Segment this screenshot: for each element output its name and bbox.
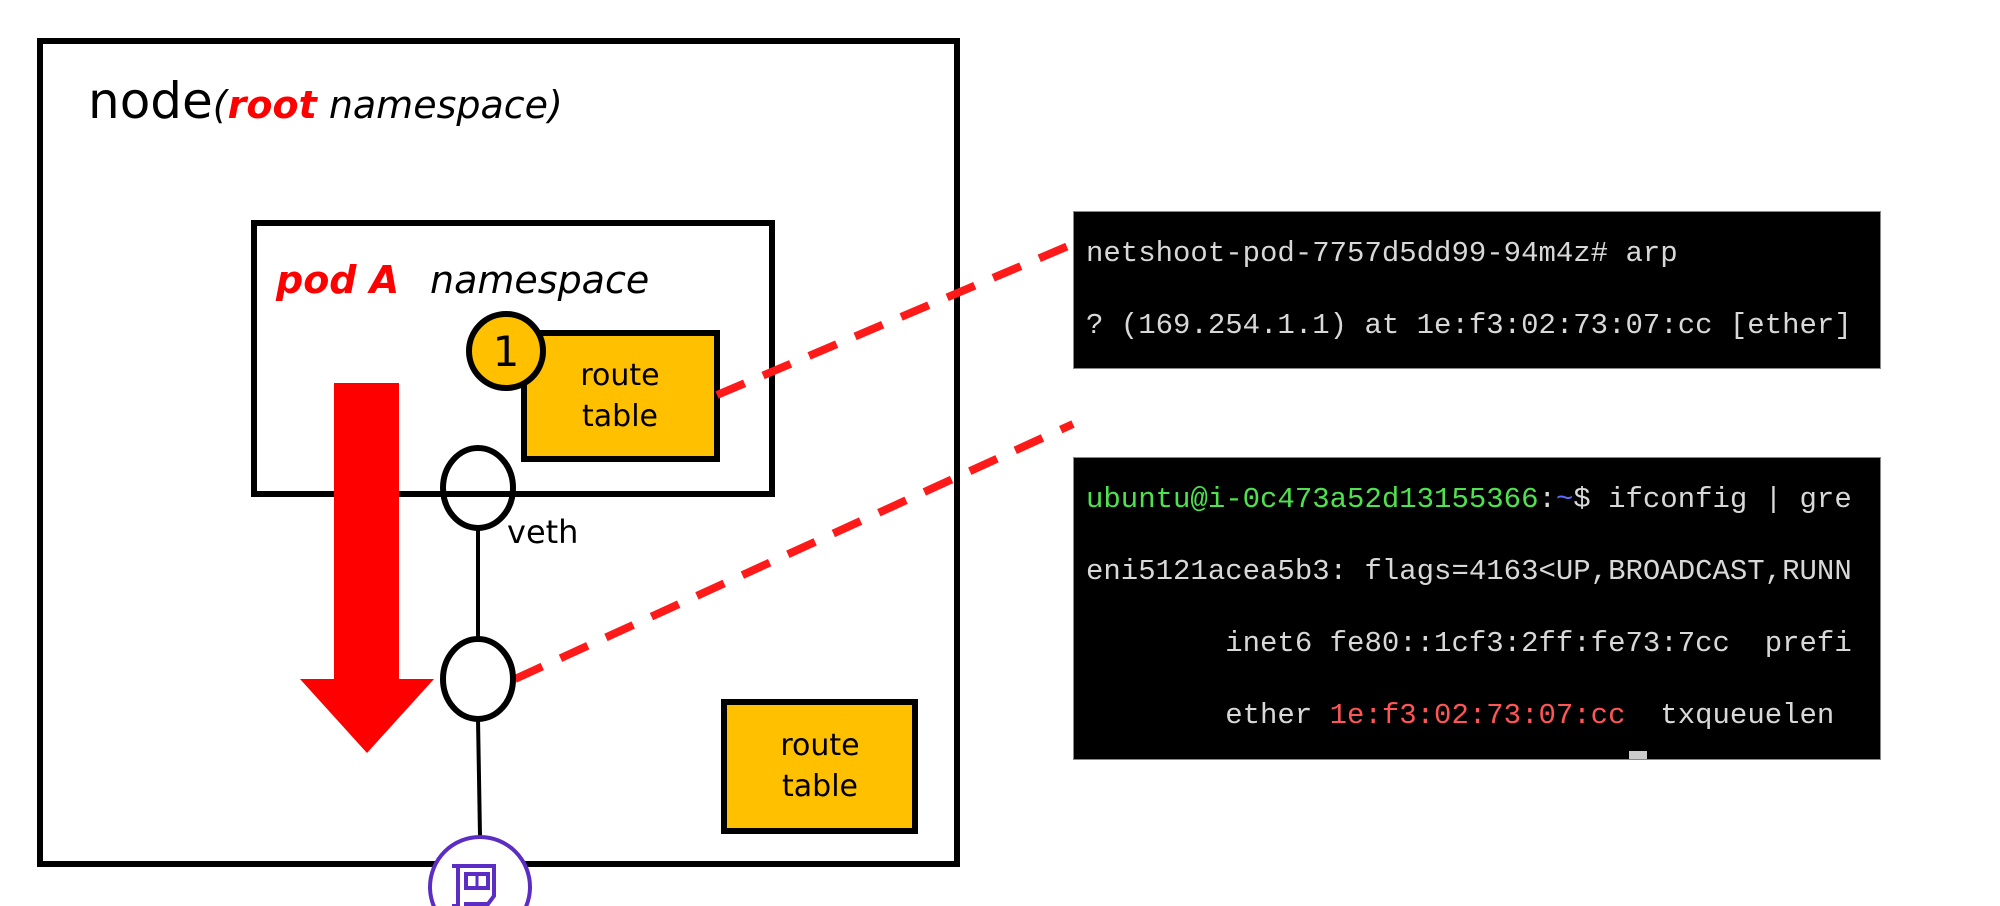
terminal-prompt-line: ubuntu@i-0c473a52d13155366:~$ ifconfig |…	[1086, 464, 1880, 536]
ether-mac: 1e:f3:02:73:07:cc	[1329, 699, 1626, 732]
node-link	[476, 718, 482, 837]
dashed-connector-ifconfig	[513, 420, 1075, 683]
veth-label: veth	[507, 513, 578, 551]
step-marker-number: 1	[493, 327, 520, 376]
node-route-table	[721, 699, 918, 834]
terminal-line: netshoot-pod-7757d5dd99-94m4z# arp	[1086, 237, 1678, 270]
terminal-arp: netshoot-pod-7757d5dd99-94m4z# arp ? (169…	[1073, 211, 1881, 369]
ether-trailing: txqueuelen	[1625, 699, 1835, 732]
pod-namespace-label: namespace	[430, 258, 649, 302]
pod-route-table-label-2: table	[582, 399, 658, 434]
step-marker	[466, 311, 546, 391]
terminal-line: ? (169.254.1.1) at 1e:f3:02:73:07:cc [et…	[1086, 309, 1852, 342]
network-interface-card-icon	[428, 835, 532, 906]
pod-route-table	[521, 330, 720, 462]
node-route-table-label-2: table	[782, 769, 858, 804]
prompt-colon: :	[1538, 483, 1556, 516]
ether-label: ether	[1086, 699, 1330, 732]
terminal-line-ether: ether 1e:f3:02:73:07:cc txqueuelen	[1086, 680, 1880, 752]
pod-name: pod A	[275, 258, 399, 302]
down-arrow	[300, 383, 434, 753]
veth-pod-end	[440, 445, 516, 531]
prompt-command: $ ifconfig | gre	[1573, 483, 1852, 516]
node-route-table-label-1: route	[780, 728, 859, 763]
node-title: node(root namespace)	[88, 72, 563, 130]
terminal-cursor	[1629, 751, 1647, 759]
pod-route-table-label-1: route	[580, 358, 659, 393]
terminal-line: eni5121acea5b3: flags=4163<UP,BROADCAST,…	[1086, 555, 1852, 588]
dashed-connector-arp	[715, 240, 1075, 399]
terminal-line: inet6 fe80::1cf3:2ff:fe73:7cc prefi	[1086, 627, 1852, 660]
prompt-path: ~	[1555, 483, 1574, 516]
veth-host-end	[440, 636, 516, 722]
prompt-user: ubuntu@i-0c473a52d13155366	[1086, 483, 1539, 516]
terminal-ifconfig: ubuntu@i-0c473a52d13155366:~$ ifconfig |…	[1073, 457, 1881, 760]
